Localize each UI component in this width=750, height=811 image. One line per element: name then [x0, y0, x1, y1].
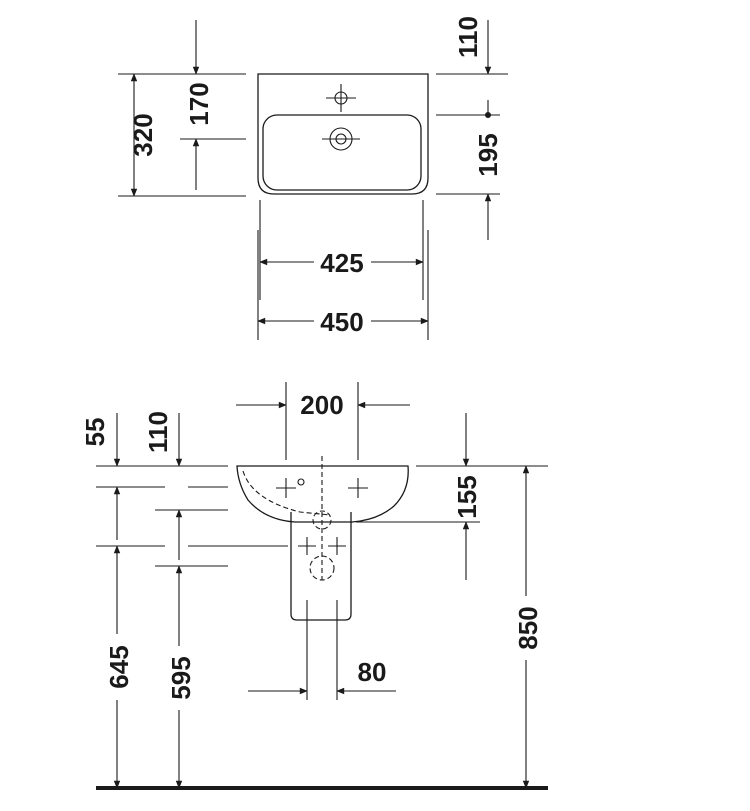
dim-450-label: 450	[320, 307, 363, 337]
dim-200-label: 200	[300, 390, 343, 420]
dim-320-label: 320	[128, 113, 158, 156]
dim-645-label: 645	[104, 645, 134, 688]
basin-profile	[236, 465, 409, 523]
dim-595-label: 595	[166, 656, 196, 699]
side-view: 200 55 110 155 645 595 80 850	[80, 382, 548, 790]
dim-425-label: 425	[320, 248, 363, 278]
drain-symbol	[322, 127, 360, 151]
trap-symbols	[298, 456, 346, 581]
bowl-outline	[262, 114, 422, 191]
dim-110-side-label: 110	[143, 411, 173, 453]
dim-170-label: 170	[184, 82, 214, 125]
top-view: 320 170 110 195 425 450	[118, 16, 508, 340]
dim-110-top-label: 110	[453, 16, 483, 58]
basin-outline	[257, 73, 429, 195]
dim-195-label: 195	[473, 133, 503, 176]
basin-tap-marks	[276, 478, 368, 498]
pedestal-profile	[290, 512, 352, 621]
dim-850-label: 850	[513, 606, 543, 649]
tap-hole-symbol	[326, 84, 356, 112]
dim-55-label: 55	[80, 418, 110, 447]
dim-155-label: 155	[452, 475, 482, 518]
dim-80-label: 80	[358, 657, 387, 687]
